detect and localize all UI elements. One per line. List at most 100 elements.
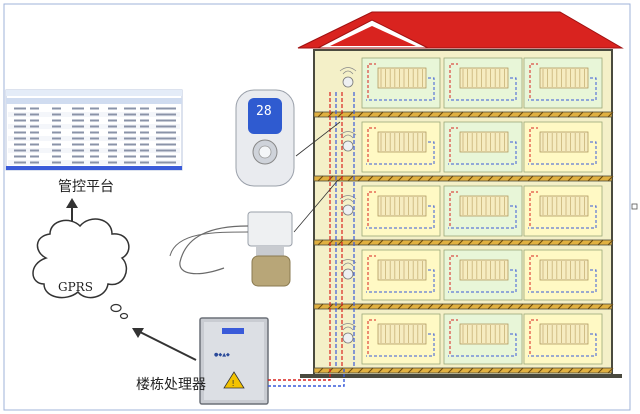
thermostat xyxy=(235,89,295,187)
slab-hatch xyxy=(497,111,504,118)
slab-hatch xyxy=(587,367,594,374)
table-cell xyxy=(90,107,99,110)
outer-border xyxy=(3,3,631,411)
thermostat-pointer xyxy=(295,121,341,157)
slab-hatch xyxy=(387,111,394,118)
supply-pipe xyxy=(529,255,538,290)
table-cell xyxy=(140,107,149,110)
slab-hatch xyxy=(547,175,554,182)
return-pipe xyxy=(366,269,435,293)
slab-hatch xyxy=(317,111,324,118)
slab-hatch xyxy=(557,175,564,182)
slab-hatch xyxy=(397,175,404,182)
table-cell xyxy=(124,161,136,164)
slab-hatch xyxy=(517,111,524,118)
slab-hatch xyxy=(487,175,494,182)
slab-hatch xyxy=(537,175,544,182)
table-cell xyxy=(90,125,99,128)
table-cell xyxy=(156,131,176,134)
slab-hatch xyxy=(547,367,554,374)
table-cell xyxy=(30,107,39,110)
cloud-shape xyxy=(32,218,130,299)
slab-hatch xyxy=(597,111,604,118)
valve-pointer xyxy=(293,179,339,233)
table-cell xyxy=(52,125,61,128)
table-cell xyxy=(14,107,26,110)
slab-hatch xyxy=(607,367,614,374)
slab-hatch xyxy=(357,367,364,374)
slab-hatch xyxy=(317,175,324,182)
table-cell xyxy=(156,107,176,110)
table-cell xyxy=(90,119,99,122)
table-cell xyxy=(14,125,26,128)
slab-hatch xyxy=(357,303,364,310)
table-cell xyxy=(52,131,61,134)
slab-hatch xyxy=(387,239,394,246)
table-cell xyxy=(156,137,176,140)
slab-hatch xyxy=(397,367,404,374)
slab-hatch xyxy=(477,303,484,310)
wireless-signal-icon xyxy=(342,326,354,331)
table-cell xyxy=(72,143,84,146)
slab-hatch xyxy=(457,175,464,182)
slab-hatch xyxy=(537,239,544,246)
table-cell xyxy=(90,155,99,158)
return-pipe xyxy=(366,77,435,101)
slab-hatch xyxy=(457,111,464,118)
return-pipe xyxy=(448,269,517,293)
warning-mark: ! xyxy=(232,379,235,388)
slab-hatch xyxy=(377,303,384,310)
slab-hatch xyxy=(357,175,364,182)
valve-actuator xyxy=(169,211,293,287)
slab-hatch xyxy=(367,303,374,310)
table-cell xyxy=(124,137,136,140)
gprs-cloud xyxy=(32,218,130,320)
slab-hatch xyxy=(577,111,584,118)
slab-hatch xyxy=(317,303,324,310)
slab-hatch xyxy=(437,111,444,118)
return-pipe xyxy=(528,205,597,229)
slab-hatch xyxy=(427,303,434,310)
slab-hatch xyxy=(597,303,604,310)
slab-hatch xyxy=(477,111,484,118)
slab-hatch xyxy=(447,111,454,118)
slab-hatch xyxy=(347,303,354,310)
supply-pipe xyxy=(367,127,376,162)
table-cell xyxy=(108,119,117,122)
slab-hatch xyxy=(417,239,424,246)
slab-hatch xyxy=(557,239,564,246)
table-cell xyxy=(90,143,99,146)
table-cell xyxy=(90,161,99,164)
return-pipe xyxy=(528,141,597,165)
slab-hatch xyxy=(347,367,354,374)
table-cell xyxy=(140,131,149,134)
thermostat-button xyxy=(258,145,272,159)
arrow-processor-to-gprs xyxy=(135,329,197,361)
valve-cable-2 xyxy=(169,231,249,257)
slab-hatch xyxy=(417,175,424,182)
thermostat-screen xyxy=(248,98,282,134)
table-cell xyxy=(140,149,149,152)
wireless-signal-icon xyxy=(342,70,354,75)
slab-hatch xyxy=(357,111,364,118)
table-cell xyxy=(140,119,149,122)
processor-brand-mark: ●◆▲◆ xyxy=(214,352,230,358)
slab-hatch xyxy=(587,111,594,118)
floor-thermostat-icon xyxy=(342,332,354,344)
slab-hatch xyxy=(377,175,384,182)
slab-hatch xyxy=(557,303,564,310)
slab-hatch xyxy=(497,303,504,310)
table-cell xyxy=(52,161,61,164)
table-cell xyxy=(108,113,117,116)
slab-hatch xyxy=(557,111,564,118)
slab-hatch xyxy=(557,367,564,374)
slab-hatch xyxy=(547,111,554,118)
slab-hatch xyxy=(547,303,554,310)
slab-hatch xyxy=(487,367,494,374)
wireless-signal-icon xyxy=(342,134,354,139)
slab-hatch xyxy=(457,239,464,246)
slab-hatch xyxy=(367,175,374,182)
supply-pipe xyxy=(449,127,458,162)
table-cell xyxy=(72,155,84,158)
slab-hatch xyxy=(517,239,524,246)
